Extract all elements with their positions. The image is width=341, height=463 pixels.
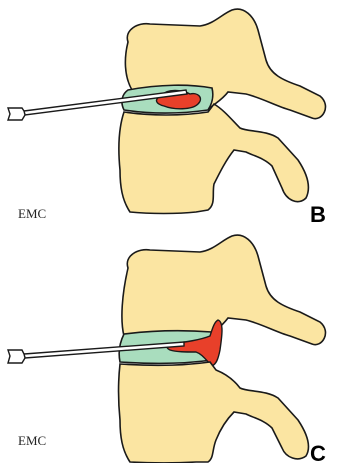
needle-hub-c: [8, 350, 25, 363]
lower-vertebra-b: [119, 104, 309, 214]
panel-b: B EMC: [8, 9, 326, 227]
upper-vertebra-c: [122, 235, 326, 345]
emc-watermark-b: EMC: [18, 206, 46, 221]
panel-letter-c: C: [310, 441, 326, 463]
panel-c: C EMC: [8, 235, 326, 463]
emc-watermark-c: EMC: [18, 433, 46, 448]
needle-hub-b: [8, 108, 25, 120]
lower-vertebra-c: [119, 362, 309, 463]
panel-letter-b: B: [310, 202, 326, 227]
